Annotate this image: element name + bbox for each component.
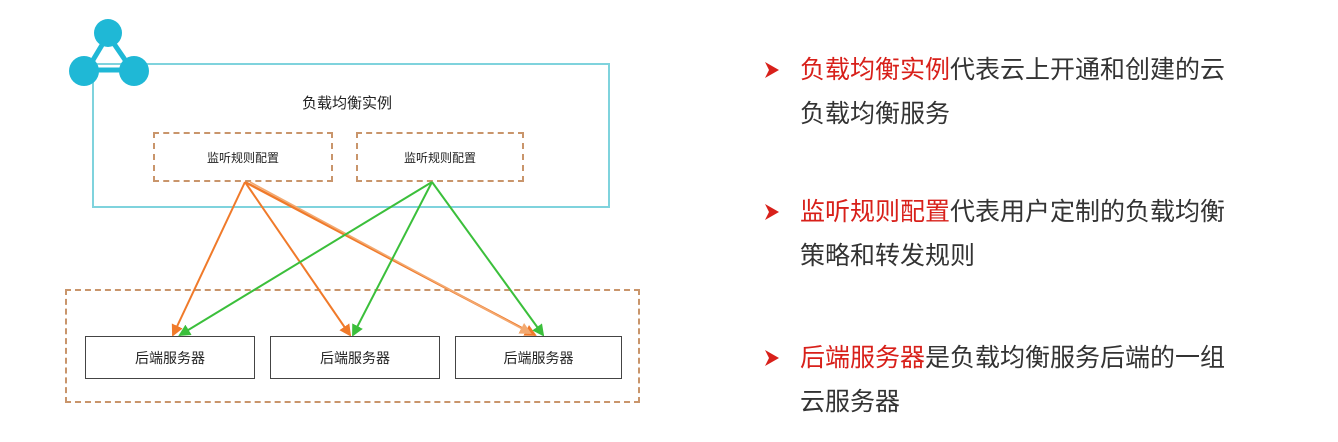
load-balancer-instance-box [92, 63, 610, 208]
listener-rule-label-1: 监听规则配置 [206, 150, 279, 165]
arrow-light-listener1-server3 [249, 181, 532, 334]
bullet-text-continuation: 策略和转发规则 [800, 241, 976, 270]
arrow-listener1-server1 [171, 181, 246, 337]
backend-server-group [65, 289, 640, 403]
bullet-text-continuation: 云服务器 [800, 387, 901, 416]
bullet-text-continuation: 负载均衡服务 [800, 99, 951, 128]
bullet-highlight: 监听规则配置 [800, 197, 951, 226]
bullet-highlight: 负载均衡实例 [800, 55, 951, 84]
bullet-highlight: 后端服务器 [800, 343, 926, 372]
bullet-listener-rule: 监听规则配置代表用户定制的负载均衡 策略和转发规则 [760, 190, 1320, 278]
arrow-listener2-server3 [431, 181, 545, 337]
listener-rule-label-2: 监听规则配置 [403, 150, 476, 165]
backend-server-1: 后端服务器 [85, 336, 255, 379]
listener-rule-box-2: 监听规则配置 [356, 132, 524, 182]
bullet-text: 代表云上开通和创建的云 [950, 55, 1226, 84]
backend-server-2: 后端服务器 [270, 336, 440, 379]
bullet-backend-server: 后端服务器是负载均衡服务后端的一组 云服务器 [760, 336, 1320, 424]
backend-server-label-1: 后端服务器 [135, 350, 205, 367]
arrow-listener2-server2 [352, 181, 433, 337]
load-balancer-instance-title: 负载均衡实例 [301, 94, 392, 112]
chevron-right-icon [765, 350, 779, 366]
chevron-right-icon [765, 204, 779, 220]
arrow-listener1-server2 [244, 181, 352, 337]
load-balancer-diagram: 负载均衡实例 监听规则配置 监听规则配置 [65, 19, 640, 403]
network-topology-icon [69, 19, 149, 86]
backend-server-label-3: 后端服务器 [503, 350, 574, 367]
listener-rule-box-1: 监听规则配置 [153, 132, 333, 182]
chevron-right-icon [765, 62, 779, 78]
backend-server-label-2: 后端服务器 [320, 350, 390, 367]
arrow-listener2-server1 [178, 181, 433, 337]
connection-arrows [69, 19, 545, 337]
bullet-text: 是负载均衡服务后端的一组 [925, 343, 1226, 372]
bullet-load-balancer-instance: 负载均衡实例代表云上开通和创建的云 负载均衡服务 [760, 48, 1320, 136]
backend-server-3: 后端服务器 [455, 336, 622, 379]
bullet-text: 代表用户定制的负载均衡 [950, 197, 1226, 226]
